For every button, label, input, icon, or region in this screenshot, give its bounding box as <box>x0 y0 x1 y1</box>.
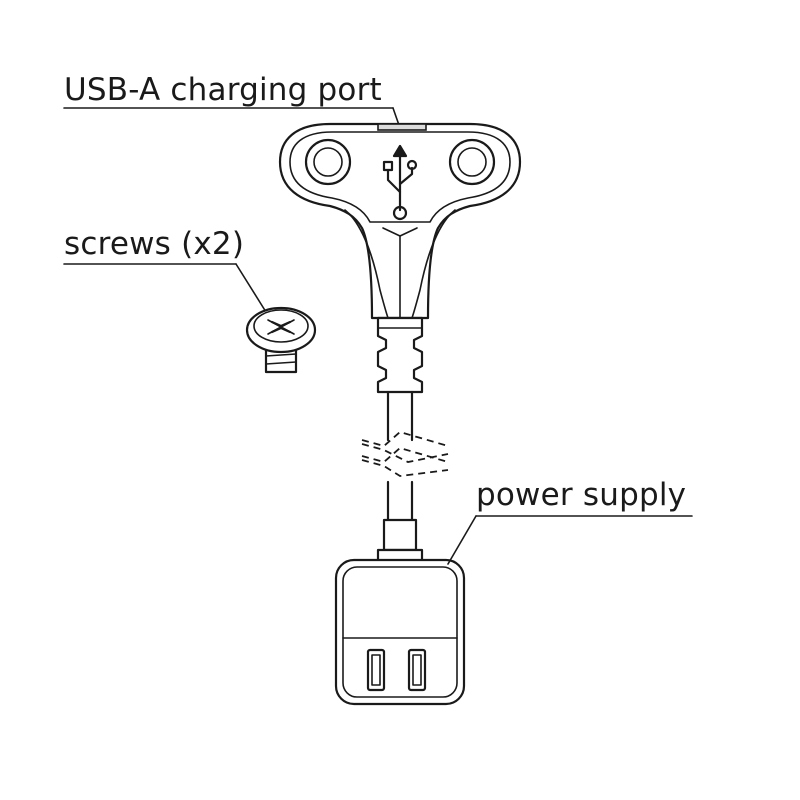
left-screw-hole <box>304 138 352 186</box>
screws-label: screws (x2) <box>64 226 244 262</box>
plug-prong-right <box>407 648 427 692</box>
power-supply-body <box>334 558 466 706</box>
right-screw-hole <box>448 138 496 186</box>
usb-port-label: USB-A charging port <box>64 72 382 108</box>
screw-icon <box>245 306 317 374</box>
power-supply-label: power supply <box>476 477 686 513</box>
cable-upper <box>386 390 414 442</box>
cable-lower <box>376 480 424 564</box>
power-supply-callout: power supply <box>447 477 693 565</box>
usb-port-callout: USB-A charging port <box>63 72 401 129</box>
usb-symbol-icon <box>382 144 418 221</box>
plug-prong-left <box>366 648 386 692</box>
cable-strain-relief <box>376 316 424 394</box>
usb-port-mount <box>278 122 522 320</box>
power-supply <box>334 558 466 706</box>
screws-callout: screws (x2) <box>63 226 267 313</box>
mount-plate <box>278 122 522 320</box>
cable-break-marks <box>361 430 449 477</box>
usb-a-port <box>377 123 427 131</box>
